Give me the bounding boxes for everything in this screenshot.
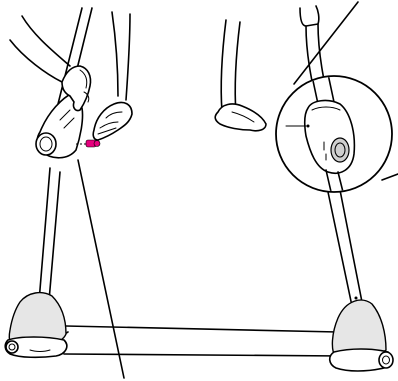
left-foot (5, 293, 67, 358)
base-frame (58, 326, 344, 356)
pin-icon (76, 140, 100, 147)
pointer-line (78, 160, 124, 378)
right-foot (330, 297, 393, 372)
left-leg-tube (36, 8, 92, 338)
callout-magnifier-icon (276, 74, 392, 196)
right-hand (93, 12, 132, 140)
